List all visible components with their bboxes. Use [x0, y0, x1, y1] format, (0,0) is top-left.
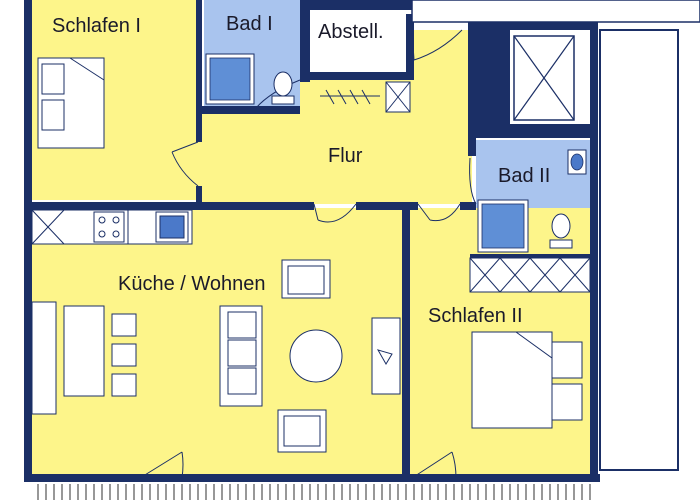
label-schlafen-1: Schlafen I [52, 15, 141, 37]
wall-bad2-bottom [470, 254, 596, 260]
door-schlafen1 [171, 141, 199, 187]
toilet-1-tank [271, 95, 295, 105]
door-kueche [313, 203, 357, 223]
schlafen2-furniture [469, 257, 591, 429]
outside-top [411, 0, 700, 23]
wall-abstell-right [406, 14, 414, 80]
walls [24, 0, 700, 482]
wall-abstell-top [300, 0, 412, 10]
stove [93, 211, 125, 243]
bath1-fixtures [205, 53, 295, 105]
doors [139, 29, 477, 479]
shaft [513, 35, 575, 121]
toilet-2-tank [549, 239, 573, 249]
room-labels: Schlafen I Bad I Abstell. Flur Bad II Kü… [52, 13, 550, 327]
label-kueche-wohnen: Küche / Wohnen [118, 273, 266, 295]
label-schlafen-2: Schlafen II [428, 305, 523, 327]
door-schlafen2 [417, 203, 461, 222]
room-flur [200, 112, 472, 204]
wall-flur-bottom-3 [460, 202, 476, 210]
room-abstell [310, 14, 406, 74]
kitchen-counter [31, 209, 193, 245]
wall-bad1-bottom [196, 106, 300, 114]
wall-schlafen1-right [196, 0, 202, 142]
room-flur-upper [300, 30, 470, 112]
wall-abstell-bottom [300, 72, 414, 80]
label-bad-2: Bad II [498, 165, 550, 187]
wall-schlafen1-right-low [196, 186, 202, 208]
living-furniture [31, 259, 401, 453]
door-bad1 [255, 79, 301, 109]
label-bad-1: Bad I [226, 13, 273, 35]
toilet-2-bowl [551, 213, 571, 239]
wall-left [24, 0, 32, 478]
bed-schlafen1 [37, 57, 105, 149]
wall-shaft-left [468, 22, 510, 134]
door-abstell [411, 29, 463, 61]
wall-kueche-schlafen2 [402, 202, 410, 478]
wall-shaft-bottom [468, 124, 598, 138]
wall-shaft-top [510, 22, 598, 30]
toilet-1-bowl [273, 71, 293, 97]
wall-flur-bottom-2 [356, 202, 418, 210]
wall-flur-bottom-1 [24, 202, 314, 210]
hall-wardrobe [320, 81, 411, 113]
wall-right [590, 30, 598, 482]
label-abstell: Abstell. [318, 21, 384, 43]
terrace [32, 482, 600, 500]
door-bad2 [469, 157, 477, 205]
label-flur: Flur [328, 145, 363, 167]
door-terrace-1 [139, 451, 184, 479]
outside-right [599, 29, 679, 471]
bath2-fixtures [477, 149, 587, 253]
wall-bottom [24, 474, 600, 482]
door-terrace-2 [411, 451, 457, 479]
wall-bad1-right [300, 0, 310, 82]
wall-bad2-left [468, 134, 476, 156]
